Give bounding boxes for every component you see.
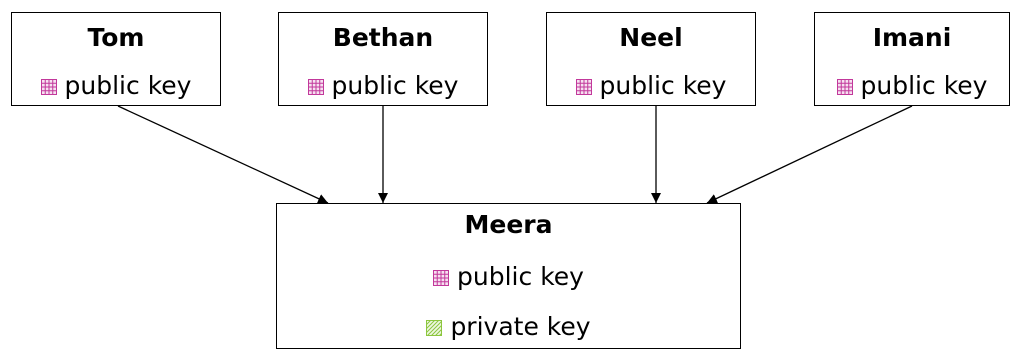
node-meera: Meera public key private key xyxy=(276,203,741,349)
public-key-row: public key xyxy=(279,71,487,101)
node-neel: Neel public key xyxy=(546,12,756,106)
public-key-row: public key xyxy=(12,71,220,101)
key-label: public key xyxy=(331,71,459,100)
node-tom: Tom public key xyxy=(11,12,221,106)
hatched-square-icon xyxy=(426,320,443,336)
public-key-row: public key xyxy=(547,71,755,101)
grid-square-icon xyxy=(433,270,450,286)
edges-layer xyxy=(117,105,913,204)
grid-square-icon xyxy=(575,79,592,95)
grid-square-icon xyxy=(40,79,57,95)
edge-imani-to-meera xyxy=(706,105,913,204)
public-key-row: public key xyxy=(277,262,740,292)
key-label: public key xyxy=(457,262,584,291)
grid-square-icon xyxy=(836,79,853,95)
public-key-row: public key xyxy=(815,71,1009,101)
key-label: public key xyxy=(64,71,192,100)
node-title: Meera xyxy=(464,210,553,239)
node-title: Bethan xyxy=(332,23,434,52)
key-label: public key xyxy=(599,71,727,100)
node-title: Tom xyxy=(87,23,145,52)
node-title: Imani xyxy=(872,23,952,52)
edge-tom-to-meera xyxy=(117,105,329,204)
grid-square-icon xyxy=(307,79,324,95)
private-key-row: private key xyxy=(277,312,740,342)
node-imani: Imani public key xyxy=(814,12,1010,106)
node-bethan: Bethan public key xyxy=(278,12,488,106)
key-label: private key xyxy=(450,312,591,341)
key-label: public key xyxy=(860,71,988,100)
node-title: Neel xyxy=(619,23,683,52)
